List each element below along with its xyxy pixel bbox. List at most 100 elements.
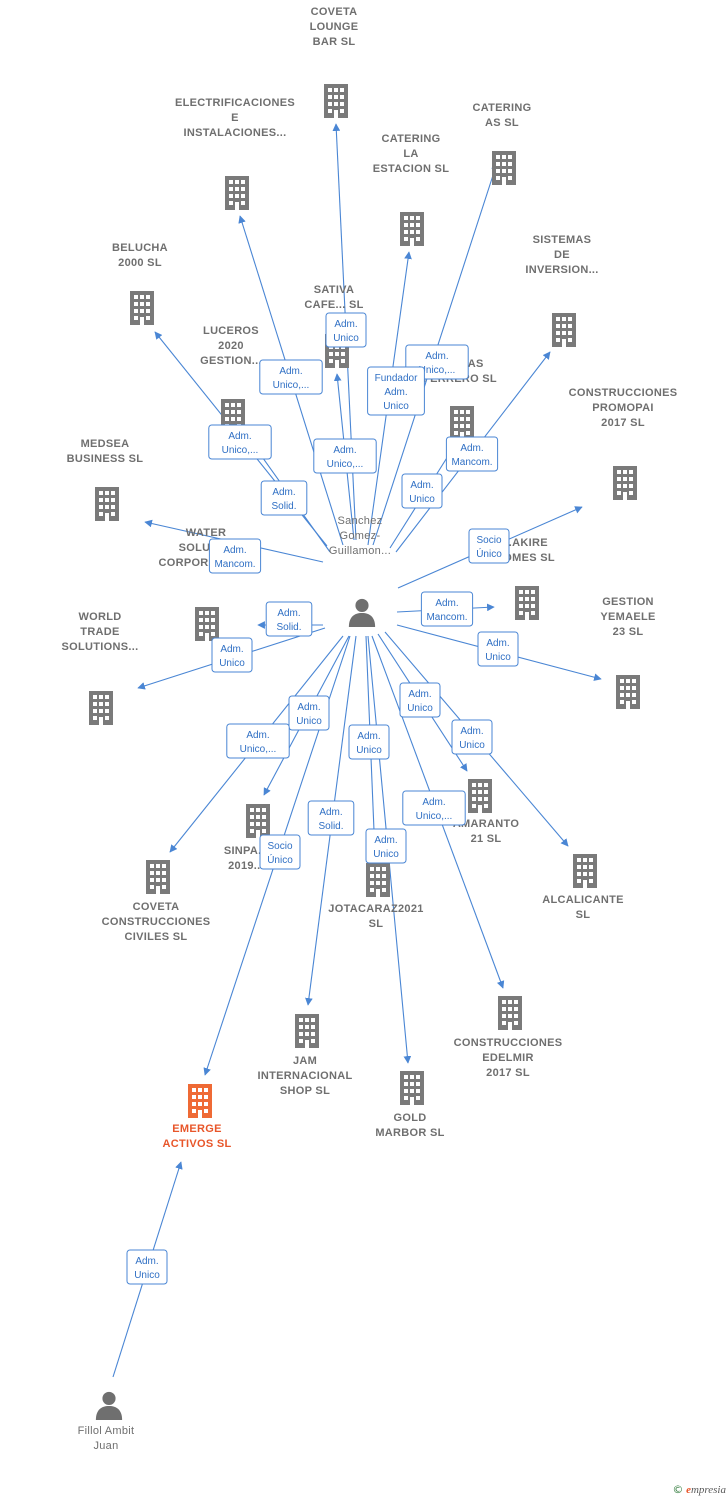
edge-label-p1-gestion_yemaele[interactable]: Adm.Unico xyxy=(477,631,519,667)
building-icon xyxy=(552,313,576,347)
node-label: 2020 xyxy=(218,340,244,352)
edge-label-p1-amaranto[interactable]: Adm.Unico xyxy=(399,682,441,718)
edge-label-p1-coveta_lounge[interactable]: Adm.Unico xyxy=(325,312,367,348)
edge-label-text: Solid. xyxy=(271,501,296,512)
edge-label-text: Unico xyxy=(459,740,485,751)
node-label: JOTACARAZ2021 xyxy=(328,903,423,915)
node-label: INVERSION... xyxy=(525,264,598,276)
edge-label-text: Unico,... xyxy=(273,380,310,391)
node-label: LA xyxy=(403,148,418,160)
edge-label-p1-construcciones_edelmir[interactable]: Adm.Unico,... xyxy=(402,790,466,826)
node-label: 2017 SL xyxy=(601,417,645,429)
node-label: CIVILES SL xyxy=(125,931,188,943)
edge-label-text: Unico xyxy=(356,745,382,756)
edge-label-p1-belucha[interactable]: Adm.Unico,... xyxy=(208,424,272,460)
edge-label-p1-sistemas[interactable]: Adm.Mancom. xyxy=(445,436,499,472)
node-label: 2019... xyxy=(228,860,264,872)
node-label: AS SL xyxy=(485,117,519,129)
edge-label-p1-jam[interactable]: Adm. Solid. xyxy=(307,800,355,836)
node-label: ...AKIRE xyxy=(502,537,548,549)
edge-label-text: Adm. xyxy=(319,807,342,818)
node-label: 2017 SL xyxy=(486,1067,530,1079)
node-label: Gomez- xyxy=(340,530,381,542)
edge-label-p1-sativa[interactable]: Adm.Unico,... xyxy=(313,438,377,474)
edge-label-text: Adm. xyxy=(374,835,397,846)
edge-label-p1-akire[interactable]: Adm.Mancom. xyxy=(420,591,474,627)
node-label: WATER xyxy=(186,527,226,539)
company-node-world_trade[interactable]: WORLDTRADESOLUTIONS... xyxy=(62,611,139,725)
node-label: CONSTRUCCIONES xyxy=(102,916,211,928)
edge-label-p1-alcalicante[interactable]: Adm.Unico xyxy=(451,719,493,755)
edge-label-p1-tapas[interactable]: Adm.Unico xyxy=(401,473,443,509)
copyright-icon: © xyxy=(672,1483,684,1496)
edge-label-box xyxy=(468,528,510,564)
edge-label-box xyxy=(325,312,367,348)
company-node-electrif[interactable]: ELECTRIFICACIONESEINSTALACIONES... xyxy=(175,97,295,210)
edge-label-text: Unico xyxy=(373,849,399,860)
edge-label-box xyxy=(126,1249,168,1285)
edge-label-text: Unico xyxy=(296,716,322,727)
company-node-sinpa[interactable]: SINPA...2019... xyxy=(224,804,270,872)
building-icon xyxy=(225,176,249,210)
building-icon xyxy=(130,291,154,325)
edge-label-box xyxy=(208,538,262,574)
edge-label-box xyxy=(208,424,272,460)
edge-label-box xyxy=(402,790,466,826)
node-label: GESTION xyxy=(602,596,654,608)
company-node-sistemas[interactable]: SISTEMASDEINVERSION... xyxy=(525,234,598,347)
edge-label-p1-luceros[interactable]: Adm.Solid. xyxy=(260,480,308,516)
edge-label-text: Adm. xyxy=(410,480,433,491)
node-label: TRADE xyxy=(80,626,119,638)
edge-label-p1-gold_marbor[interactable]: Adm. Unico xyxy=(365,828,407,864)
node-label: COVETA xyxy=(311,6,358,18)
edge-label-p1-medsea[interactable]: Adm.Mancom. xyxy=(208,538,262,574)
company-node-luceros[interactable]: LUCEROS2020GESTION... xyxy=(200,325,262,433)
edge-label-text: Socio xyxy=(476,535,501,546)
edge-label-text: Adm. xyxy=(408,689,431,700)
edge-label-text: Adm. xyxy=(334,319,357,330)
node-label: SL xyxy=(369,918,384,930)
edge-label-text: Solid. xyxy=(318,821,343,832)
edge-label-text: Adm. xyxy=(246,730,269,741)
edge-label-p1-jotacaraz[interactable]: Adm.Unico xyxy=(348,724,390,760)
node-label: GOLD xyxy=(394,1112,427,1124)
building-icon xyxy=(616,675,640,709)
building-icon xyxy=(146,860,170,894)
person-node-p1[interactable]: SanchezGomez-Guillamon... xyxy=(329,515,391,627)
edge-label-p1-electrif[interactable]: Adm.Unico,... xyxy=(259,359,323,395)
edge-label-p1-water[interactable]: Adm.Solid. xyxy=(265,601,313,637)
edge-label-text: Adm. xyxy=(228,431,251,442)
node-label: SATIVA xyxy=(314,284,355,296)
edge-label-p2-emerge[interactable]: Adm.Unico xyxy=(126,1249,168,1285)
edge-label-p1-coveta_construcciones[interactable]: Adm.Unico,... xyxy=(226,723,290,759)
edge-label-text: Mancom. xyxy=(214,559,255,570)
node-label: GESTION... xyxy=(200,355,262,367)
edge-label-text: Adm. xyxy=(425,351,448,362)
edge-label-p1-sinpa[interactable]: Adm.Unico xyxy=(288,695,330,731)
edge-label-p1-world_trade[interactable]: Adm.Unico xyxy=(211,637,253,673)
edge-label-text: Unico xyxy=(219,658,245,669)
edge-label-text: Único xyxy=(476,547,502,560)
